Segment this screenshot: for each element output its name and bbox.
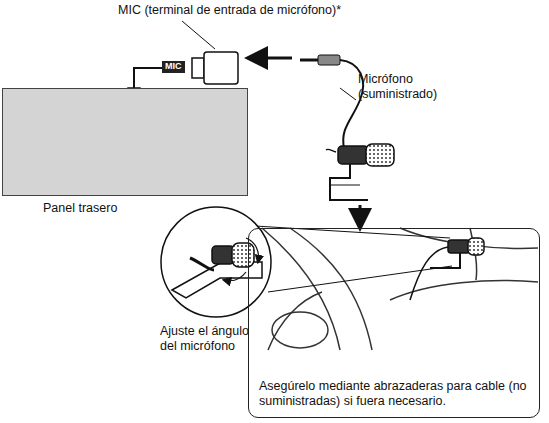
mic-plug — [300, 55, 363, 148]
node-text: Panel trasero — [43, 201, 117, 216]
microphone — [326, 88, 394, 200]
magnifier-leaders — [255, 226, 452, 292]
mounted-microphone — [410, 238, 484, 300]
terminal-label: MIC (terminal de entrada de micrófono)* — [118, 3, 418, 18]
down-arrow — [359, 205, 362, 226]
insert-arrow — [250, 57, 292, 60]
dashboard-scene — [262, 228, 538, 350]
mounting-note-box: Asegúrelo mediante abrazaderas para cabl… — [248, 228, 540, 418]
node-text: Asegúrelo mediante abrazaderas para cabl… — [259, 379, 527, 409]
angle-label: Ajuste el ángulo del micrófono — [160, 324, 256, 354]
mic-jack — [182, 21, 238, 84]
microphone-label: Micrófono (suministrado) — [358, 72, 448, 102]
rear-panel: Panel trasero — [2, 88, 248, 196]
magnifier — [161, 207, 271, 317]
connector-tag: MIC — [162, 61, 185, 73]
